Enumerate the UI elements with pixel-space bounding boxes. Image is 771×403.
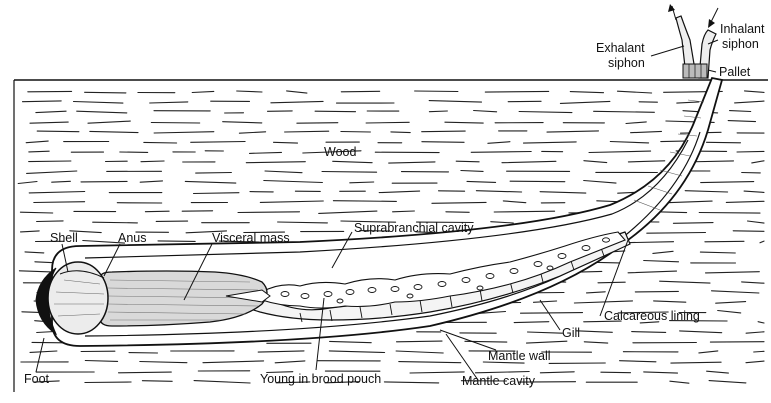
wood-grain-stroke (142, 381, 172, 382)
label-shell: Shell (50, 231, 78, 245)
wood-grain-stroke (635, 291, 678, 292)
label-wood: Wood (324, 145, 356, 159)
wood-grain-stroke (707, 142, 741, 143)
label-pallet: Pallet (719, 65, 751, 79)
label-mantle-wall: Mantle wall (488, 349, 551, 363)
label-calcareous-lining: Calcareous lining (604, 309, 700, 323)
wood-grain-stroke (93, 222, 138, 223)
wood-grain-stroke (754, 351, 764, 352)
wood-grain-stroke (145, 211, 169, 212)
wood-grain-stroke (485, 91, 548, 92)
label-inhalant-siphon-line1: Inhalant (720, 22, 765, 36)
wood-grain-stroke (333, 201, 396, 202)
wood-grain-stroke (699, 213, 760, 214)
label-young-in-brood-pouch: Young in brood pouch (260, 372, 381, 386)
wood-grain-stroke (297, 123, 338, 124)
label-exhalant-siphon-line2: siphon (608, 56, 645, 70)
wood-grain-stroke (85, 92, 126, 93)
wood-grain-stroke (196, 173, 232, 174)
wood-grain-stroke (456, 161, 479, 162)
label-foot: Foot (24, 372, 50, 386)
wood-grain-stroke (119, 372, 172, 373)
wood-grain-stroke (366, 122, 409, 123)
wood-grain-stroke (647, 233, 706, 234)
label-suprabranchial-cavity: Suprabranchial cavity (354, 221, 474, 235)
wood-grain-stroke (422, 142, 464, 143)
wood-grain-stroke (521, 313, 583, 314)
wood-grain-stroke (141, 161, 164, 162)
wood-grain-stroke (29, 151, 49, 152)
wood-grain-stroke (601, 372, 631, 373)
wood-grain-stroke (429, 111, 447, 112)
label-visceral-mass: Visceral mass (212, 231, 290, 245)
label-anus: Anus (118, 231, 147, 245)
wood-grain-stroke (341, 91, 379, 92)
wood-grain-stroke (37, 221, 64, 222)
wood-grain-stroke (733, 231, 764, 232)
wood-grain-stroke (158, 241, 195, 242)
wood-grain-stroke (341, 132, 371, 133)
wood-grain-stroke (673, 223, 713, 224)
wood-grain-stroke (238, 212, 300, 213)
wood-grain-stroke (315, 111, 355, 112)
label-exhalant-siphon-line1: Exhalant (596, 41, 645, 55)
wood-grain-stroke (85, 382, 131, 383)
wood-grain-stroke (151, 123, 199, 124)
wood-grain-stroke (322, 172, 377, 173)
wood-grain-stroke (737, 151, 764, 152)
wood-grain-stroke (422, 131, 466, 132)
wood-grain-stroke (397, 341, 443, 342)
wood-grain-stroke (81, 181, 127, 182)
wood-grain-stroke (510, 181, 565, 182)
wood-grain-stroke (446, 212, 469, 213)
wood-grain-stroke (144, 142, 177, 143)
label-mantle-cavity: Mantle cavity (462, 374, 536, 388)
wood-grain-stroke (415, 91, 458, 92)
wood-grain-stroke (391, 132, 410, 133)
wood-grain-stroke (705, 241, 744, 242)
label-gill: Gill (562, 326, 580, 340)
label-inhalant-siphon-line2: siphon (722, 37, 759, 51)
wood-grain-stroke (37, 131, 79, 132)
wood-grain-stroke (29, 161, 71, 162)
wood-grain-stroke (598, 282, 625, 283)
